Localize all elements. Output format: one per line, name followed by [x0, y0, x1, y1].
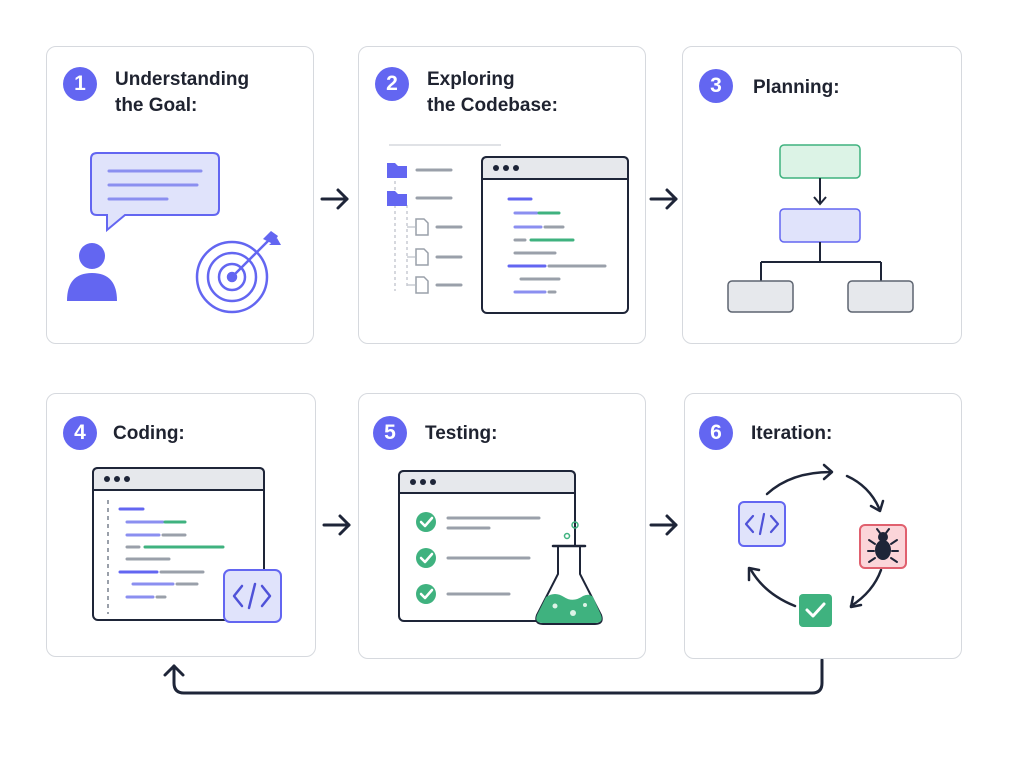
check-icon	[799, 594, 832, 627]
step-title-line: the Codebase:	[427, 95, 558, 116]
step-title-line: Exploring	[427, 69, 515, 90]
step-number-badge: 3	[699, 69, 733, 103]
step-title-line: the Goal:	[115, 95, 198, 116]
step-title-line: Iteration:	[751, 423, 833, 444]
step-title: Exploring the Codebase:	[427, 67, 558, 119]
planning-illustration	[727, 144, 914, 313]
step-title-line: Testing:	[425, 423, 498, 444]
step-card-iteration: 6 Iteration:	[684, 393, 962, 659]
arrow-4-to-5	[322, 514, 351, 536]
check-circle-icon	[416, 548, 436, 568]
step-title: Coding:	[113, 421, 185, 447]
understanding-illustration	[67, 152, 281, 314]
step-number-badge: 6	[699, 416, 733, 450]
step-number-badge: 5	[373, 416, 407, 450]
check-circle-icon	[416, 584, 436, 604]
arrow-5-to-6	[649, 514, 678, 536]
step-title-line: Coding:	[113, 423, 185, 444]
target-icon	[195, 231, 281, 314]
step-card-understanding-goal: 1 Understanding the Goal:	[46, 46, 314, 344]
step-title: Iteration:	[751, 421, 832, 447]
bug-icon	[859, 524, 907, 569]
step-card-testing: 5 Testing:	[358, 393, 646, 659]
arrow-1-to-2	[320, 188, 349, 210]
chat-bubble-icon	[90, 152, 220, 233]
step-title-line: Planning:	[753, 77, 840, 98]
step-number-badge: 4	[63, 416, 97, 450]
code-window-icon	[481, 156, 629, 314]
testing-illustration	[398, 470, 603, 625]
code-editor-icon	[92, 467, 265, 621]
cycle-arrows-icon	[747, 463, 885, 609]
step-card-coding: 4 Coding:	[46, 393, 316, 657]
exploring-illustration	[387, 144, 629, 314]
step-card-exploring-codebase: 2 Exploring the Codebase:	[358, 46, 646, 344]
step-card-planning: 3 Planning:	[682, 46, 962, 344]
step-number-badge: 2	[375, 67, 409, 101]
user-icon	[67, 243, 117, 301]
checklist-window-icon	[398, 470, 576, 622]
flask-icon	[535, 521, 603, 625]
loop-back-arrow	[163, 658, 824, 695]
flowchart-icon	[727, 144, 914, 313]
step-number-badge: 1	[63, 67, 97, 101]
coding-illustration	[92, 467, 282, 623]
arrow-2-to-3	[649, 188, 678, 210]
iteration-illustration	[738, 463, 907, 627]
code-brackets-icon	[738, 501, 786, 547]
code-brackets-icon	[223, 569, 282, 623]
folder-tree-icon	[387, 163, 463, 294]
check-circle-icon	[416, 512, 436, 532]
step-title: Planning:	[753, 75, 840, 101]
step-title: Understanding the Goal:	[115, 67, 249, 119]
step-title-line: Understanding	[115, 69, 250, 90]
step-title: Testing:	[425, 421, 497, 447]
